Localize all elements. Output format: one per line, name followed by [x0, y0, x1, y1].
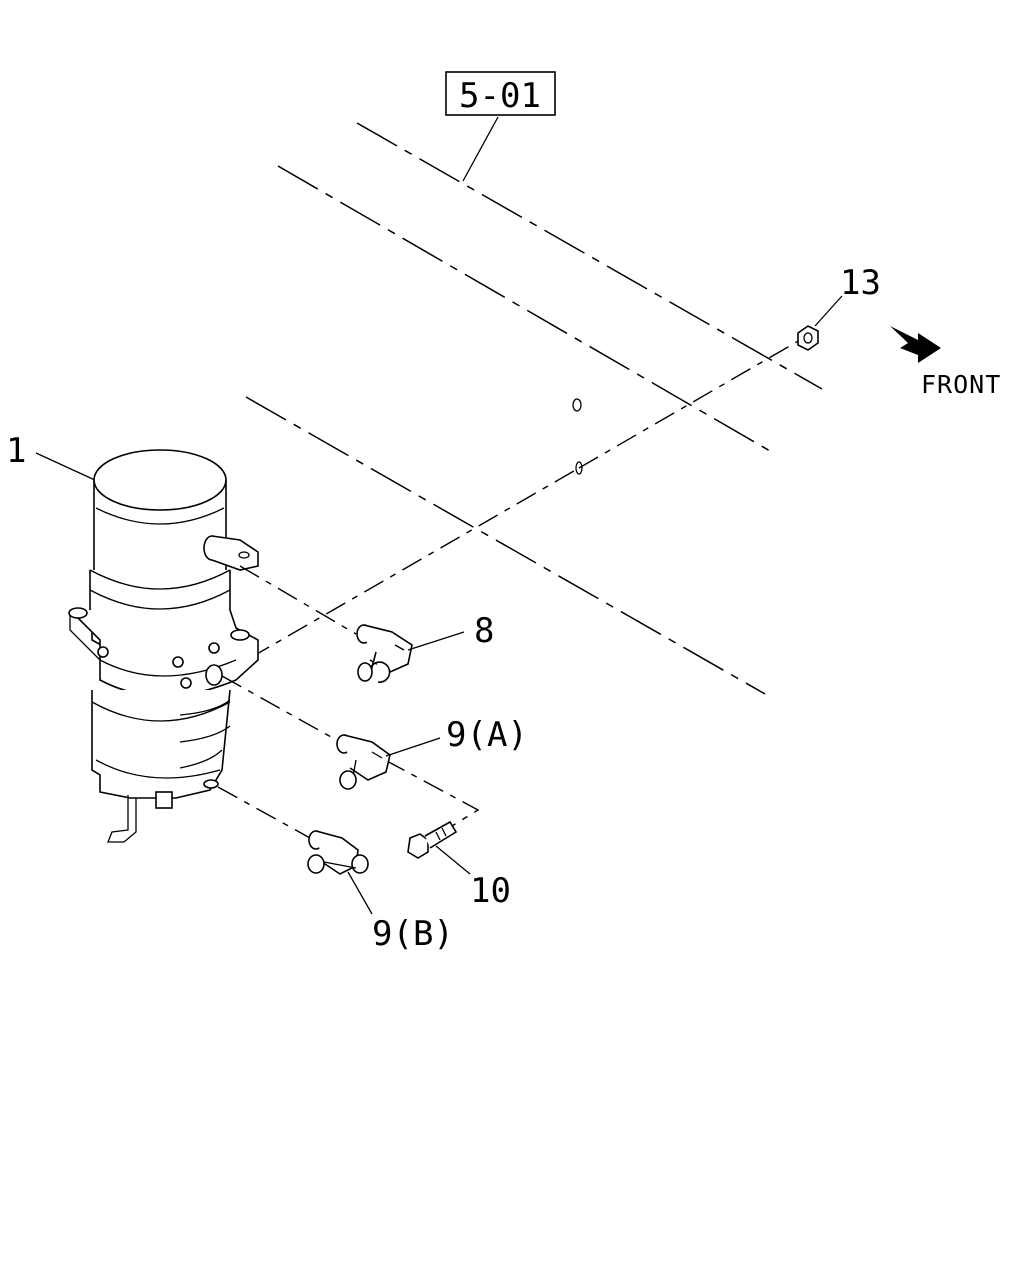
- reference-box-label: 5-01: [459, 76, 541, 116]
- mounting-bolt-path: [249, 339, 801, 659]
- callout-9b: 9(B): [372, 914, 454, 954]
- tee-fitting-9b[interactable]: [307, 830, 369, 875]
- leader-9a: [385, 737, 441, 757]
- elbow-fitting-9a[interactable]: [336, 734, 391, 790]
- rail-hole: [575, 461, 583, 475]
- fitting-paths: [217, 565, 480, 839]
- rail-hole: [572, 398, 582, 412]
- leader-9b: [347, 871, 373, 915]
- callout-9a: 9(A): [446, 715, 528, 755]
- front-arrow-icon: [890, 326, 941, 363]
- frame-rails: [245, 122, 823, 695]
- elbow-fitting-8[interactable]: [356, 624, 413, 683]
- leader-1: [35, 452, 98, 482]
- callout-1: 1: [6, 431, 26, 471]
- bolt-10[interactable]: [407, 820, 458, 859]
- front-label: FRONT: [921, 370, 1001, 399]
- leader-10: [435, 845, 471, 875]
- callout-10: 10: [470, 871, 511, 911]
- callout-13: 13: [840, 263, 881, 303]
- fuel-filter-assembly[interactable]: [68, 449, 259, 843]
- reference-box[interactable]: 5-01: [445, 71, 556, 182]
- nut-13[interactable]: [797, 325, 819, 351]
- leader-8: [407, 631, 465, 651]
- callout-8: 8: [474, 611, 494, 651]
- leader-13: [814, 295, 843, 327]
